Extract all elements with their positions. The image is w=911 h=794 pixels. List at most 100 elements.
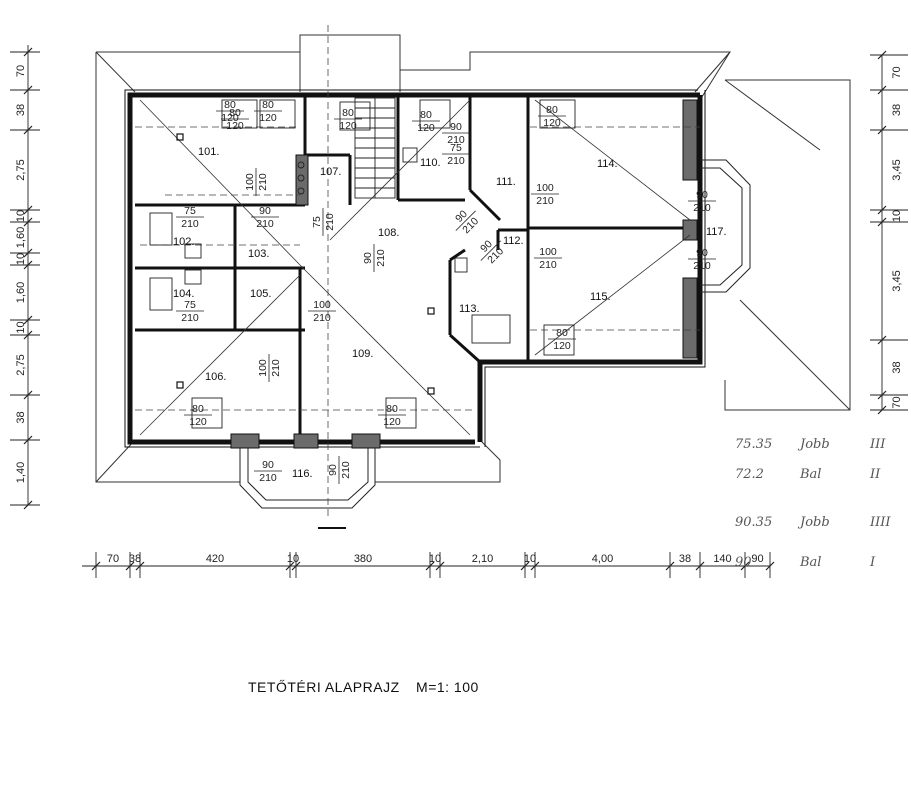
dimension-tick-slash <box>91 561 101 571</box>
handnote-value: 90.35 <box>735 515 772 530</box>
room-102: 102. <box>173 236 194 248</box>
roof-lines <box>139 99 691 436</box>
dimension-value-bottom: 420 <box>206 553 224 565</box>
dimension-tick-slash <box>877 125 887 135</box>
dimension-value-right: 38 <box>891 104 903 116</box>
door-height: 210 <box>536 195 554 207</box>
room-116: 116. <box>292 468 313 480</box>
dimension-value-bottom: 38 <box>129 553 141 565</box>
interior-walls <box>135 95 700 442</box>
dimension-tick-slash <box>23 47 33 57</box>
dimension-tick-slash <box>23 500 33 510</box>
dimension-value-left: 1,60 <box>15 282 27 303</box>
room-117: 117. <box>706 226 727 238</box>
dimension-value-bottom: 380 <box>354 553 372 565</box>
dimension-value-left: 2,75 <box>15 354 27 375</box>
dimension-tick-slash <box>425 561 435 571</box>
door-width: 75 <box>184 205 196 217</box>
dimension-tick-slash <box>877 405 887 415</box>
dimension-tick-slash <box>877 50 887 60</box>
plan-title-scale: M=1: 100 <box>416 679 479 695</box>
room-107: 107. <box>320 166 341 178</box>
door-height: 210 <box>447 134 465 146</box>
door-height: 120 <box>259 112 277 124</box>
dimension-value-left: 10 <box>15 321 27 333</box>
door-height: 210 <box>257 173 269 191</box>
dimension-value-bottom: 38 <box>679 553 691 565</box>
dimension-tick-slash <box>877 335 887 345</box>
handnote-tally: IIII <box>869 515 891 530</box>
dimension-value-right: 38 <box>891 361 903 373</box>
room-101: 101. <box>198 146 219 158</box>
bay-windows <box>239 159 751 509</box>
dimension-tick-slash <box>23 217 33 227</box>
dimension-value-bottom: 10 <box>524 553 536 565</box>
dimension-tick-slash <box>435 561 445 571</box>
door-height: 210 <box>447 155 465 167</box>
door-height: 210 <box>313 312 331 324</box>
door-height: 210 <box>256 218 274 230</box>
door-width: 80 <box>546 104 558 116</box>
door-label-separator <box>455 210 476 231</box>
point-markers <box>176 133 435 395</box>
fixtures <box>149 99 576 429</box>
door-width: 80 <box>386 403 398 415</box>
handnote-side: Jobb <box>797 515 830 530</box>
handnote-value: 90 <box>735 555 752 570</box>
dimension-value-right: 3,45 <box>891 159 903 180</box>
dimension-value-bottom: 2,10 <box>472 553 493 565</box>
door-width: 100 <box>244 173 256 191</box>
staircase <box>354 97 396 199</box>
door-width: 100 <box>536 182 554 194</box>
door-height: 210 <box>375 249 387 267</box>
door-height: 210 <box>340 461 352 479</box>
door-height: 210 <box>181 312 199 324</box>
handnote-tally: I <box>869 555 876 570</box>
dimension-value-left: 10 <box>15 253 27 265</box>
room-106: 106. <box>205 371 226 383</box>
dimension-tick-slash <box>135 561 145 571</box>
dimension-value-right: 70 <box>891 396 903 408</box>
room-103: 103. <box>248 248 269 260</box>
room-109: 109. <box>352 348 373 360</box>
dimension-value-left: 1,60 <box>15 227 27 248</box>
plan-title-name: TETŐTÉRI ALAPRAJZ <box>248 679 400 695</box>
door-width: 100 <box>539 246 557 258</box>
door-height: 210 <box>181 218 199 230</box>
dimension-value-left: 10 <box>15 210 27 222</box>
room-labels: 101. 102. 103. 104. 105. 106. 107. 108. … <box>173 146 727 480</box>
roof-outline <box>95 34 851 483</box>
dimension-tick-slash <box>740 561 750 571</box>
dimension-value-bottom: 4,00 <box>592 553 613 565</box>
door-height: 210 <box>539 259 557 271</box>
door-width: 80 <box>224 99 236 111</box>
door-width: 80 <box>420 109 432 121</box>
door-width: 100 <box>257 359 269 377</box>
room-104: 104. <box>173 288 194 300</box>
dimension-tick-slash <box>23 390 33 400</box>
room-105: 105. <box>250 288 271 300</box>
dimension-tick-slash <box>23 205 33 215</box>
dimension-tick-slash <box>23 330 33 340</box>
door-height: 120 <box>553 340 571 352</box>
handnote-side: Bal <box>799 555 821 570</box>
door-width: 75 <box>311 216 323 228</box>
